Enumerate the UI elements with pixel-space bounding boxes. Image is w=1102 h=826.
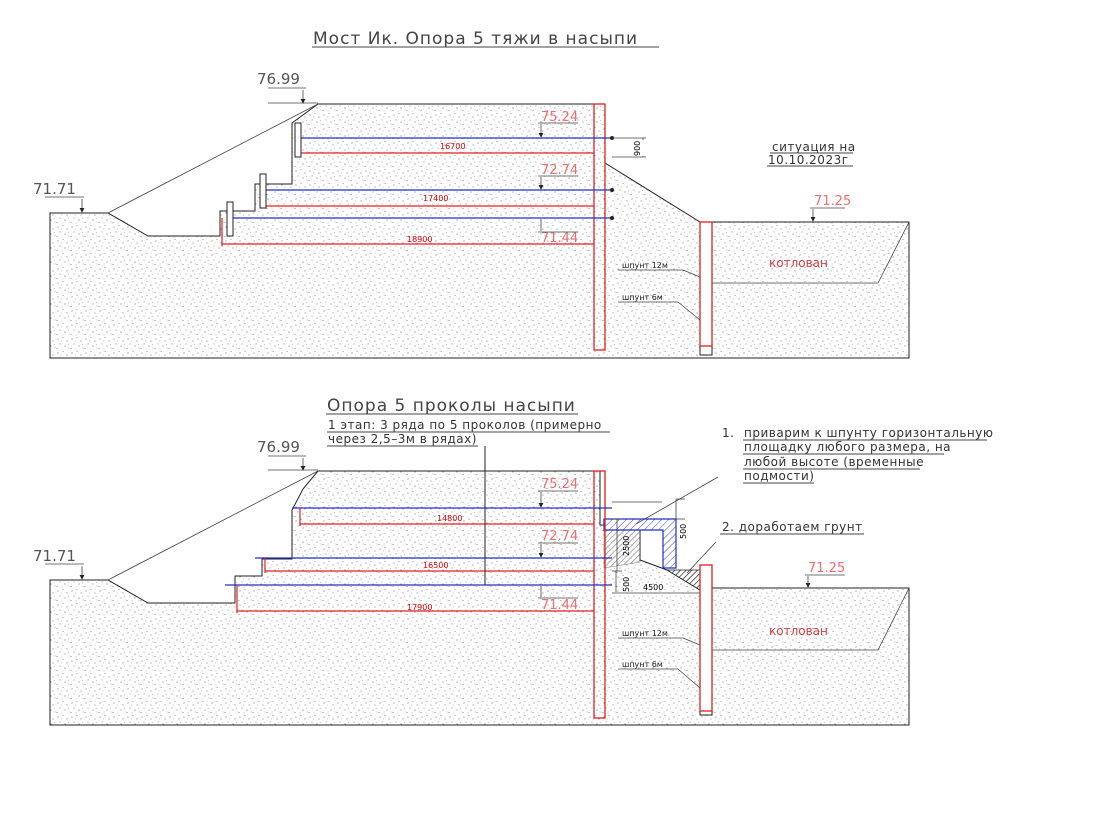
bottom-elev-right: 71.25: [808, 561, 845, 576]
bottom-elev-left: 71.71: [33, 547, 76, 565]
bottom-note1-number: 1.: [722, 426, 734, 440]
top-dim-2: 17400: [423, 194, 448, 203]
top-level-2: 72.74: [541, 163, 578, 178]
bottom-bore-row-2: 16500: [255, 557, 612, 573]
bottom-pit-label: котлован: [769, 624, 828, 638]
svg-text:500: 500: [679, 524, 688, 539]
bottom-sheet-pile-6m: [699, 564, 713, 712]
svg-text:500: 500: [622, 577, 631, 592]
bottom-level-3: 71.44: [541, 598, 578, 613]
bottom-note2: 2. доработаем грунт: [722, 520, 863, 534]
top-situation-line2: 10.10.2023г: [768, 153, 849, 167]
bottom-dim-500a: 500: [675, 498, 688, 539]
bottom-bore-row-1: 14800: [292, 507, 612, 526]
svg-text:4500: 4500: [643, 583, 663, 592]
top-embankment-ground: [49, 103, 910, 359]
bottom-stage-line1: 1 этап: 3 ряда по 5 проколов (примерно: [328, 418, 602, 432]
bottom-note1-line3: любой высоте (временные: [744, 455, 924, 469]
svg-text:2500: 2500: [622, 536, 631, 556]
bottom-sheet-pile-12m: [593, 470, 606, 719]
bottom-level-2: 72.74: [541, 529, 578, 544]
bottom-slope-line: [107, 470, 319, 581]
bottom-note1-line2: площадку любого размера, на: [744, 440, 951, 454]
bottom-dim-2500: 2500: [612, 518, 631, 572]
top-elev-top: 76.99: [257, 70, 300, 88]
svg-text:900: 900: [633, 141, 642, 156]
top-tie-row-2: 17400: [259, 173, 614, 209]
bottom-note1-line1: приварим к шпунту горизонтальную: [744, 426, 993, 440]
top-level-1: 75.24: [541, 110, 578, 125]
bottom-dim-2: 16500: [423, 561, 448, 570]
top-tie-row-3: 18900: [221, 201, 614, 246]
top-sheet-pile-6m: [699, 221, 713, 347]
bottom-drawing: Опора 5 проколы насыпи 1 этап: 3 ряда по…: [33, 396, 993, 726]
bottom-stage-line2: через 2,5–3м в рядах): [328, 432, 477, 446]
bottom-sheet-6-label: шпунт 6м: [622, 660, 663, 669]
bottom-dim-3: 17900: [407, 603, 432, 612]
top-tie-row-1: 16700: [294, 122, 614, 158]
top-slope-line: [107, 103, 319, 214]
top-pit-label: котлован: [769, 256, 828, 270]
top-sheet-12-label: шпунт 12м: [622, 261, 668, 270]
bottom-sheet-12-label: шпунт 12м: [622, 629, 668, 638]
top-elev-left: 71.71: [33, 180, 76, 198]
top-dim-1: 16700: [440, 142, 465, 151]
top-situation-line1: ситуация на: [772, 140, 856, 154]
bottom-note2-leader: [686, 541, 717, 574]
bottom-dim-1: 14800: [437, 514, 462, 523]
bottom-pit-outline: [712, 587, 910, 651]
bottom-level-1: 75.24: [541, 477, 578, 492]
bottom-dim-500b: 500: [615, 571, 631, 592]
top-level-3: 71.44: [541, 231, 578, 246]
top-title: Мост Ик. Опора 5 тяжи в насыпи: [313, 29, 638, 49]
top-drawing: Мост Ик. Опора 5 тяжи в насыпи котлован …: [33, 29, 910, 359]
bottom-elev-top: 76.99: [257, 438, 300, 456]
bottom-embankment-ground: [49, 470, 910, 726]
top-sheet-pile-12m: [593, 103, 606, 351]
bottom-title: Опора 5 проколы насыпи: [327, 396, 576, 416]
bottom-note1-leader: [635, 476, 719, 525]
top-sheet-6-label: шпунт 6м: [622, 293, 663, 302]
top-dim-900: 900: [612, 137, 646, 158]
top-pit-outline: [712, 221, 910, 284]
top-elev-right: 71.25: [814, 194, 851, 209]
bottom-dim-4500: 4500: [612, 583, 700, 594]
bottom-bore-row-3: 17900: [225, 584, 612, 613]
bottom-note1-line4: подмости): [744, 469, 814, 483]
top-dim-3: 18900: [407, 235, 432, 244]
